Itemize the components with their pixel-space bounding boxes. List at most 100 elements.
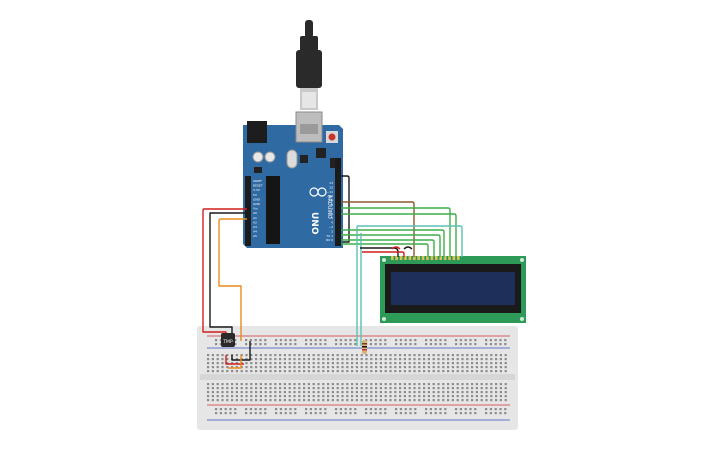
terminal-hole[interactable] (399, 399, 402, 402)
terminal-hole[interactable] (279, 387, 282, 390)
terminal-hole[interactable] (447, 362, 450, 365)
terminal-hole[interactable] (485, 366, 488, 369)
rail-hole[interactable] (469, 408, 472, 411)
terminal-hole[interactable] (504, 354, 507, 357)
terminal-hole[interactable] (442, 387, 445, 390)
terminal-hole[interactable] (264, 391, 267, 394)
terminal-hole[interactable] (336, 383, 339, 386)
terminal-hole[interactable] (250, 370, 253, 373)
terminal-hole[interactable] (418, 358, 421, 361)
wire-5v-red[interactable] (202, 208, 247, 341)
rail-hole[interactable] (335, 343, 338, 346)
rail-hole[interactable] (219, 343, 222, 346)
rail-hole[interactable] (254, 343, 257, 346)
terminal-hole[interactable] (317, 366, 320, 369)
rail-hole[interactable] (229, 412, 232, 415)
terminal-hole[interactable] (245, 366, 248, 369)
terminal-hole[interactable] (221, 387, 224, 390)
terminal-hole[interactable] (317, 391, 320, 394)
rail-hole[interactable] (474, 339, 477, 342)
terminal-hole[interactable] (485, 358, 488, 361)
terminal-hole[interactable] (298, 354, 301, 357)
terminal-hole[interactable] (495, 391, 498, 394)
rail-hole[interactable] (444, 408, 447, 411)
terminal-hole[interactable] (322, 366, 325, 369)
rail-hole[interactable] (249, 343, 252, 346)
terminal-hole[interactable] (461, 366, 464, 369)
terminal-hole[interactable] (466, 395, 469, 398)
terminal-hole[interactable] (336, 354, 339, 357)
terminal-hole[interactable] (480, 391, 483, 394)
terminal-hole[interactable] (437, 383, 440, 386)
terminal-hole[interactable] (283, 362, 286, 365)
terminal-hole[interactable] (423, 362, 426, 365)
terminal-hole[interactable] (375, 354, 378, 357)
rail-hole[interactable] (489, 412, 492, 415)
terminal-hole[interactable] (389, 399, 392, 402)
terminal-hole[interactable] (235, 399, 238, 402)
terminal-hole[interactable] (375, 362, 378, 365)
rail-hole[interactable] (284, 343, 287, 346)
terminal-hole[interactable] (437, 358, 440, 361)
terminal-hole[interactable] (331, 391, 334, 394)
terminal-hole[interactable] (495, 354, 498, 357)
terminal-hole[interactable] (471, 391, 474, 394)
terminal-hole[interactable] (451, 358, 454, 361)
terminal-hole[interactable] (259, 370, 262, 373)
rail-hole[interactable] (434, 339, 437, 342)
rail-hole[interactable] (469, 339, 472, 342)
usb-cable[interactable] (296, 20, 322, 110)
terminal-hole[interactable] (226, 354, 229, 357)
terminal-hole[interactable] (293, 395, 296, 398)
terminal-hole[interactable] (408, 366, 411, 369)
terminal-hole[interactable] (375, 358, 378, 361)
terminal-hole[interactable] (475, 362, 478, 365)
terminal-hole[interactable] (418, 395, 421, 398)
terminal-hole[interactable] (355, 370, 358, 373)
terminal-hole[interactable] (447, 387, 450, 390)
rail-hole[interactable] (464, 343, 467, 346)
rail-hole[interactable] (254, 412, 257, 415)
rail-hole[interactable] (259, 408, 262, 411)
terminal-hole[interactable] (394, 358, 397, 361)
rail-hole[interactable] (339, 412, 342, 415)
rail-hole[interactable] (379, 412, 382, 415)
rail-hole[interactable] (425, 339, 428, 342)
terminal-hole[interactable] (475, 354, 478, 357)
rail-hole[interactable] (279, 408, 282, 411)
rail-hole[interactable] (499, 339, 502, 342)
lcd-pin[interactable] (452, 256, 456, 260)
terminal-hole[interactable] (355, 383, 358, 386)
rail-hole[interactable] (294, 339, 297, 342)
rail-hole[interactable] (494, 339, 497, 342)
terminal-hole[interactable] (413, 399, 416, 402)
terminal-hole[interactable] (399, 370, 402, 373)
terminal-hole[interactable] (341, 395, 344, 398)
terminal-hole[interactable] (437, 370, 440, 373)
terminal-hole[interactable] (499, 395, 502, 398)
rail-hole[interactable] (234, 408, 237, 411)
rail-hole[interactable] (219, 412, 222, 415)
rail-hole[interactable] (275, 339, 278, 342)
terminal-hole[interactable] (471, 358, 474, 361)
terminal-hole[interactable] (303, 391, 306, 394)
terminal-hole[interactable] (403, 366, 406, 369)
terminal-hole[interactable] (451, 399, 454, 402)
terminal-hole[interactable] (207, 383, 210, 386)
terminal-hole[interactable] (207, 370, 210, 373)
terminal-hole[interactable] (499, 358, 502, 361)
rail-hole[interactable] (494, 343, 497, 346)
terminal-hole[interactable] (336, 395, 339, 398)
rail-hole[interactable] (414, 408, 417, 411)
rail-hole[interactable] (245, 339, 248, 342)
terminal-hole[interactable] (259, 383, 262, 386)
terminal-hole[interactable] (403, 362, 406, 365)
terminal-hole[interactable] (504, 399, 507, 402)
rail-hole[interactable] (485, 343, 488, 346)
rail-hole[interactable] (384, 408, 387, 411)
terminal-hole[interactable] (447, 358, 450, 361)
terminal-hole[interactable] (456, 366, 459, 369)
terminal-hole[interactable] (288, 358, 291, 361)
terminal-hole[interactable] (226, 362, 229, 365)
terminal-hole[interactable] (475, 395, 478, 398)
